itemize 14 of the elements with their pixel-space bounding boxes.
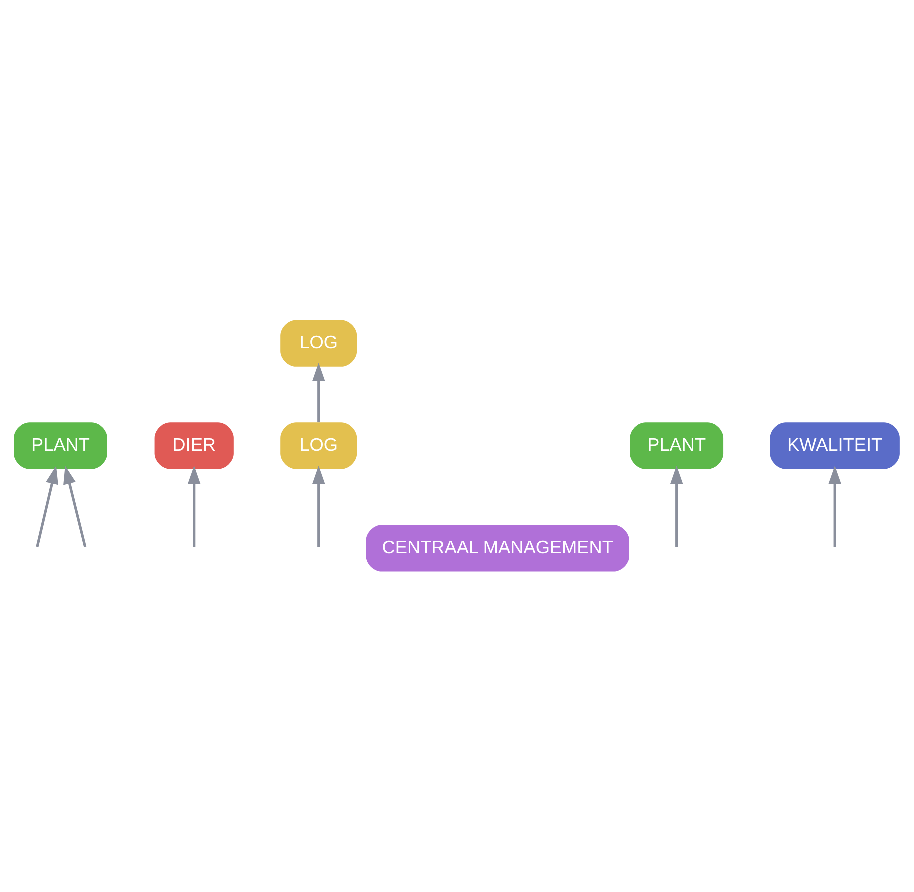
node-box: CENTRAAL MANAGEMENT [366,525,630,572]
node-box: LOG [280,422,358,470]
arrow [828,466,842,548]
arrow [670,466,684,548]
node-box: KWALITEIT [770,422,900,470]
node-box: PLANT [630,422,724,470]
node-box: DIER [154,422,234,470]
node-box: PLANT [14,422,108,470]
arrow [188,466,201,548]
node-box: LOG [280,320,358,367]
arrow [64,466,87,548]
arrow [312,466,326,548]
arrow [36,466,58,548]
arrow [312,363,326,423]
